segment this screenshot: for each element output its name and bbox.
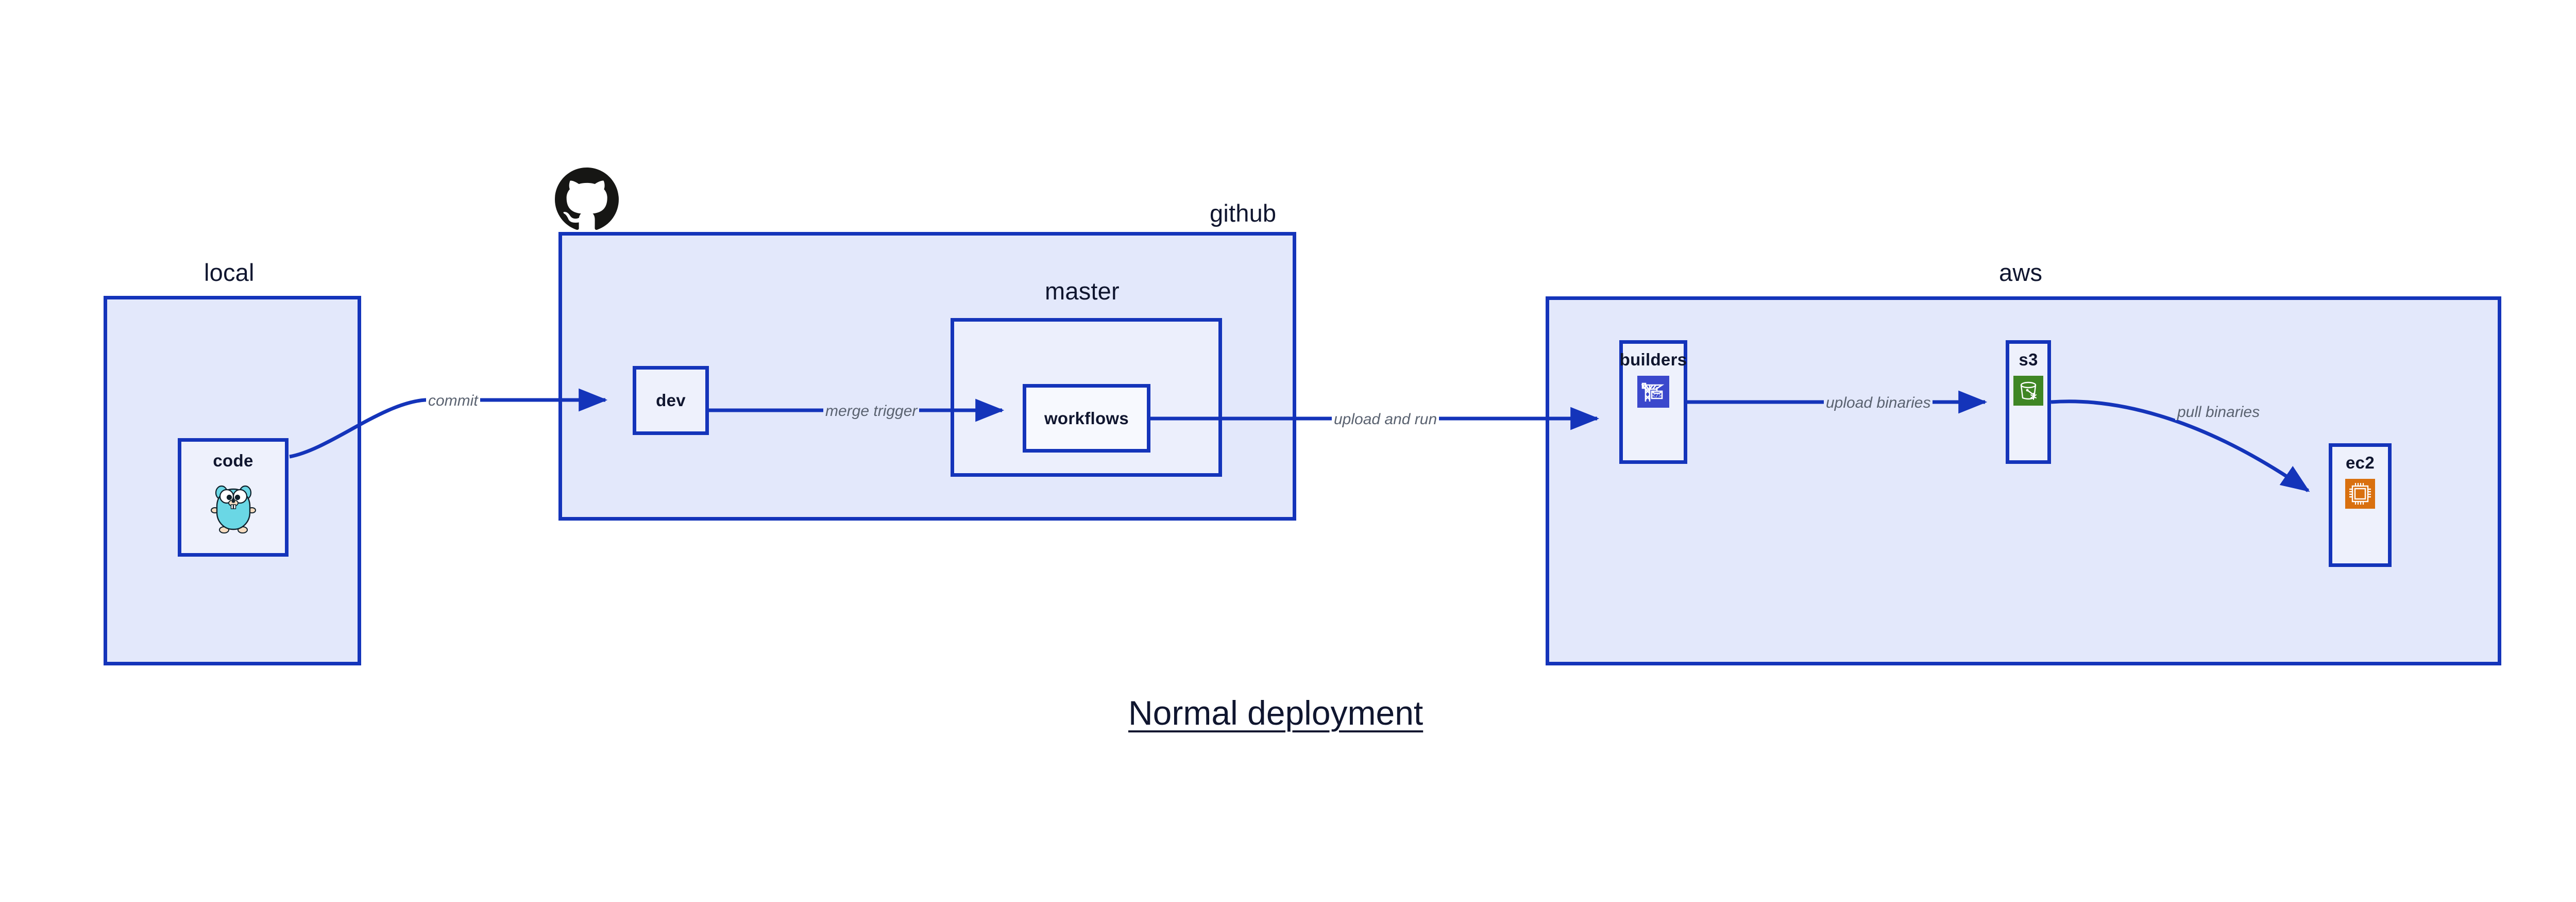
diagram-caption: Normal deployment — [1128, 694, 1423, 732]
aws-ec2-icon — [2345, 479, 2375, 509]
node-dev-label: dev — [656, 391, 686, 410]
subgroup-master-label: master — [1045, 277, 1120, 305]
svg-text:</>: </> — [1652, 393, 1662, 399]
node-s3-label: s3 — [2019, 350, 2038, 369]
node-workflows[interactable]: workflows — [1023, 384, 1150, 453]
aws-s3-icon — [2013, 376, 2043, 406]
group-aws-label: aws — [1999, 259, 2043, 286]
node-ec2-label: ec2 — [2346, 453, 2375, 472]
go-gopher-icon — [209, 478, 258, 536]
edge-upload-and-run-label: upload and run — [1332, 412, 1439, 427]
node-workflows-label: workflows — [1044, 408, 1129, 428]
node-s3[interactable]: s3 — [2006, 340, 2051, 464]
node-code-label: code — [213, 451, 253, 470]
group-github-label: github — [1210, 199, 1277, 227]
edge-commit-label: commit — [426, 393, 480, 409]
group-local-label: local — [204, 259, 255, 286]
edge-merge-trigger-label: merge trigger — [823, 404, 920, 419]
aws-codebuild-icon: </> — [1637, 376, 1669, 408]
node-dev[interactable]: dev — [633, 366, 709, 435]
node-code[interactable]: code — [178, 438, 289, 557]
node-ec2[interactable]: ec2 — [2329, 443, 2392, 567]
node-builders-label: builders — [1619, 350, 1687, 369]
node-builders[interactable]: builders < — [1619, 340, 1687, 464]
github-octocat-icon — [555, 168, 619, 234]
edge-upload-binaries-label: upload binaries — [1824, 395, 1933, 411]
edge-pull-binaries-label: pull binaries — [2175, 405, 2262, 420]
